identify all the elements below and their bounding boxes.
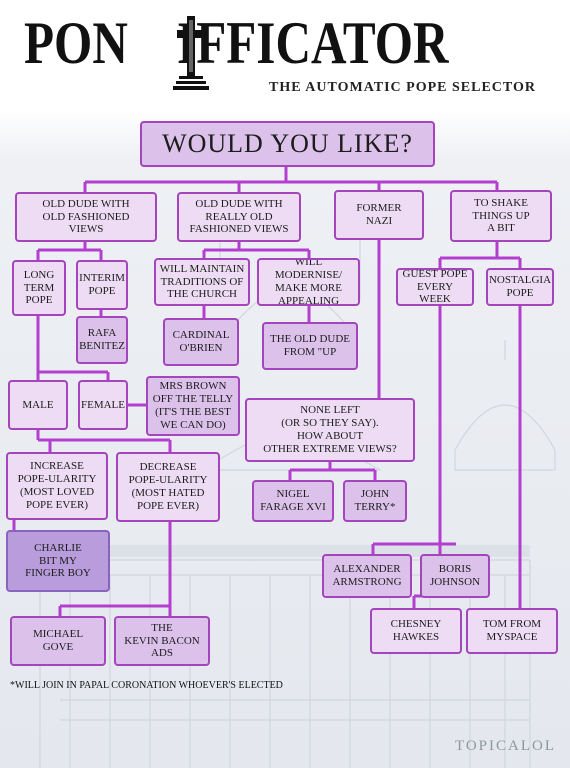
option-former-nazi: FORMER NAZI <box>334 190 424 240</box>
option-male: MALE <box>8 380 68 430</box>
connector-really-old-split <box>202 242 311 258</box>
option-maintain-traditions: WILL MAINTAIN TRADITIONS OF THE CHURCH <box>154 258 250 306</box>
result-alexander-armstrong: ALEXANDER ARMSTRONG <box>322 554 412 598</box>
result-nigel-farage: NIGEL FARAGE XVI <box>252 480 334 522</box>
option-long-term-pope: LONG TERM POPE <box>12 260 66 316</box>
connector-guest-bar <box>371 536 456 554</box>
connector-shake-split <box>438 242 522 268</box>
option-increase-popularity: INCREASE POPE-ULARITY (MOST LOVED POPE E… <box>6 452 108 520</box>
result-tom-from-myspace: TOM FROM MYSPACE <box>466 608 558 654</box>
result-charlie-bit-my-finger: CHARLIE BIT MY FINGER BOY <box>6 530 110 592</box>
option-nostalgia-pope: NOSTALGIA POPE <box>486 268 554 306</box>
result-cardinal-obrien: CARDINAL O'BRIEN <box>163 318 239 366</box>
connector-none-left-split <box>288 462 377 480</box>
option-decrease-popularity: DECREASE POPE-ULARITY (MOST HATED POPE E… <box>116 452 220 522</box>
footnote: *WILL JOIN IN PAPAL CORONATION WHOEVER'S… <box>10 680 283 691</box>
poster-title: PON IFFICATOR <box>24 10 449 76</box>
credit-watermark: TOPICALOL <box>454 738 556 754</box>
result-chesney-hawkes: CHESNEY HAWKES <box>370 608 462 654</box>
option-female: FEMALE <box>78 380 128 430</box>
poster-subtitle: THE AUTOMATIC POPE SELECTOR <box>269 80 536 95</box>
papal-cross-icon <box>173 16 209 90</box>
question-would-you-like: WOULD YOU LIKE? <box>140 121 435 167</box>
result-rafa-benitez: RAFA BENITEZ <box>76 316 128 364</box>
option-modernise: WILL MODERNISE/ MAKE MORE APPEALING <box>257 258 360 306</box>
connector-old-fashioned-split <box>36 242 103 260</box>
result-boris-johnson: BORIS JOHNSON <box>420 554 490 598</box>
connector-gender-bar <box>36 370 110 380</box>
option-really-old-views: OLD DUDE WITH REALLY OLD FASHIONED VIEWS <box>177 192 301 242</box>
result-michael-gove: MICHAEL GOVE <box>10 616 106 666</box>
option-guest-pope: GUEST POPE EVERY WEEK <box>396 268 474 306</box>
option-interim-pope: INTERIM POPE <box>76 260 128 310</box>
option-old-fashioned-views: OLD DUDE WITH OLD FASHIONED VIEWS <box>15 192 157 242</box>
result-mrs-brown: MRS BROWN OFF THE TELLY (IT'S THE BEST W… <box>146 376 240 436</box>
result-old-dude-from-up: THE OLD DUDE FROM "UP <box>262 322 358 370</box>
result-john-terry: JOHN TERRY* <box>343 480 407 522</box>
result-kevin-bacon-ads: THE KEVIN BACON ADS <box>114 616 210 666</box>
connector-decrease-bar <box>58 604 172 616</box>
connector-male-split <box>36 430 172 452</box>
option-shake-things-up: TO SHAKE THINGS UP A BIT <box>450 190 552 242</box>
option-none-left: NONE LEFT (OR SO THEY SAY). HOW ABOUT OT… <box>245 398 415 462</box>
